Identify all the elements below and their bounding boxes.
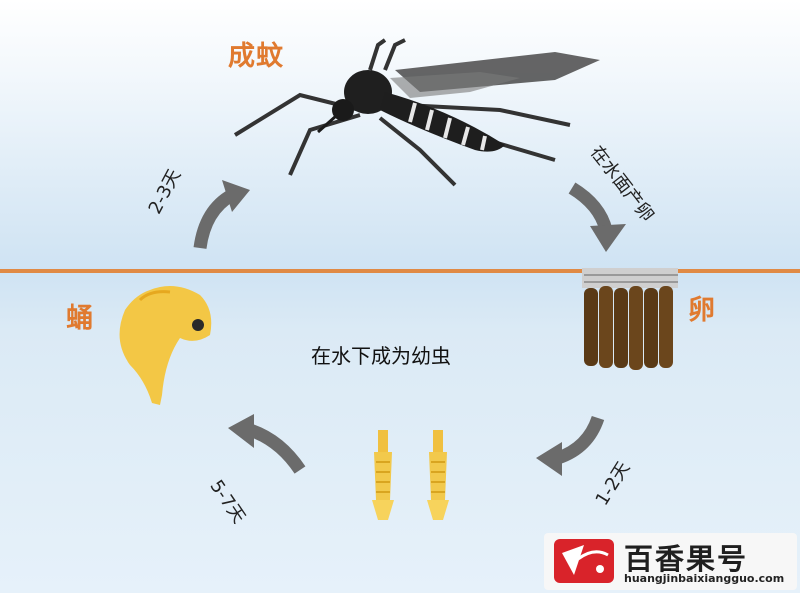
watermark-title: 百香果号 (624, 542, 749, 576)
stage-label-adult: 成蚊 (228, 41, 284, 72)
stage-label-egg: 卵 (688, 295, 716, 326)
larva-left-icon (372, 430, 394, 520)
larva-right-icon (427, 430, 449, 520)
stage-label-pupa: 蛹 (66, 303, 94, 334)
pupa-icon (119, 286, 212, 405)
arrow-pupa-to-adult-icon (193, 180, 250, 250)
arrow-lay-eggs-icon (568, 182, 626, 252)
watermark: 百香果号 huangjinbaixiangguo.com (544, 533, 797, 590)
eggs-icon (582, 268, 678, 370)
mosquito-icon (233, 38, 600, 187)
watermark-url: huangjinbaixiangguo.com (624, 572, 785, 585)
center-caption: 在水下成为幼虫 (311, 344, 451, 368)
water-surface-line (0, 269, 800, 273)
arrow-egg-to-larva-icon (536, 415, 605, 476)
watermark-logo-icon (554, 539, 614, 583)
arrow-larva-to-pupa-icon (228, 414, 306, 474)
